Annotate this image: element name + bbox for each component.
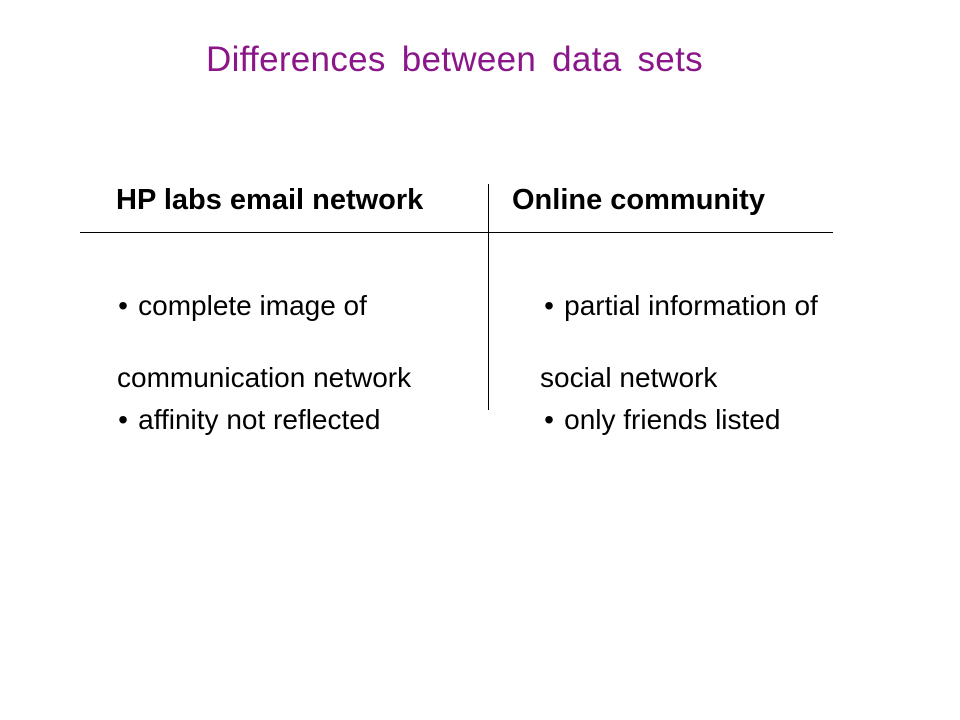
- column-header-online-community: Online community: [512, 184, 765, 216]
- horizontal-divider: [80, 232, 833, 233]
- bullet-item: • only friends listed: [513, 366, 780, 474]
- bullet-item: • partial information of social network: [513, 252, 818, 468]
- bullet-dot-icon: •: [544, 404, 554, 435]
- bullet-item: • complete image of communication network: [87, 252, 411, 468]
- bullet-dot-icon: •: [544, 290, 554, 321]
- bullet-text: affinity not reflected: [138, 404, 381, 435]
- slide-title: Differences between data sets: [206, 40, 703, 79]
- vertical-divider: [488, 184, 489, 410]
- bullet-text-continued: social network: [540, 362, 718, 393]
- bullet-dot-icon: •: [118, 290, 128, 321]
- bullet-dot-icon: •: [118, 404, 128, 435]
- column-header-hp-labs: HP labs email network: [116, 184, 424, 216]
- bullet-text-continued: communication network: [117, 362, 412, 393]
- bullet-text: complete image of: [138, 290, 367, 321]
- bullet-text: partial information of: [564, 290, 818, 321]
- bullet-text: only friends listed: [564, 404, 781, 435]
- bullet-item: • affinity not reflected: [87, 366, 380, 474]
